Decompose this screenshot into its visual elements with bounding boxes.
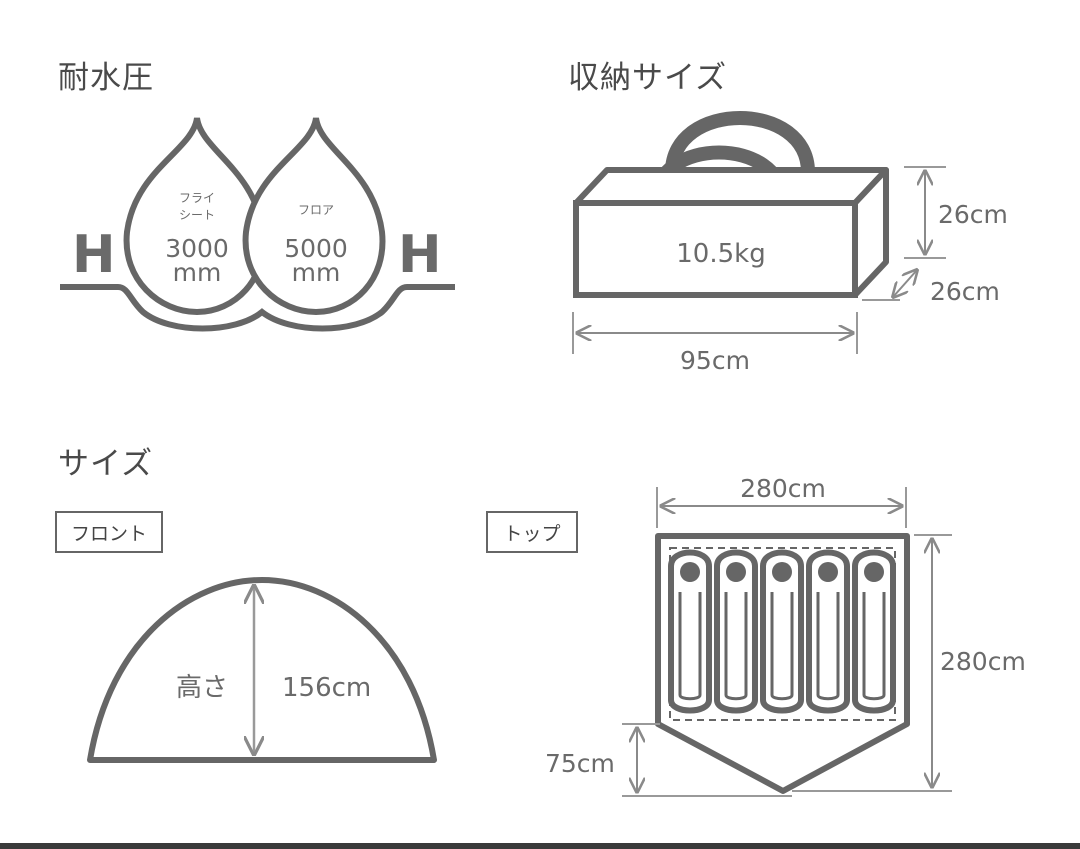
tent-dome-outline	[87, 577, 437, 763]
fly-label-1: フライ	[179, 191, 215, 205]
tent-height-label: 高さ	[176, 673, 228, 703]
floor-label: フロア	[298, 203, 334, 217]
water-pressure-title: 耐水圧	[58, 60, 154, 96]
floor-drop	[242, 117, 386, 316]
fly-label-2: シート	[179, 208, 215, 222]
bag-width-label: 95cm	[680, 346, 750, 375]
bag-depth-label: 26cm	[930, 277, 1000, 306]
bag-handle-back	[665, 111, 815, 173]
sleeping-bag	[852, 549, 896, 714]
fly-unit: mm	[173, 258, 222, 287]
top-view-diagram: 280cm	[545, 474, 1026, 797]
top-length-label: 280cm	[940, 647, 1026, 676]
tent-height-value: 156cm	[282, 673, 371, 703]
h-letter-left: H	[72, 225, 116, 285]
bag-depth-arrow	[893, 270, 917, 297]
ground-line	[60, 284, 455, 332]
water-pressure-diagram: H H フライ シート 3000 mm フロア 5000 mm	[60, 117, 455, 332]
fly-value: 3000	[165, 234, 229, 263]
top-view-tag: トップ	[486, 511, 578, 553]
top-width-label: 280cm	[740, 474, 826, 503]
bottom-bar	[0, 843, 1080, 849]
fly-drop	[123, 117, 267, 316]
storage-bag-diagram: 10.5kg 26cm 26cm 95cm	[572, 111, 1008, 375]
size-title: サイズ	[58, 446, 154, 482]
bag-weight: 10.5kg	[676, 239, 765, 269]
vestibule-label: 75cm	[545, 749, 615, 778]
storage-size-title: 収納サイズ	[568, 60, 728, 96]
sleeping-bag	[714, 549, 758, 714]
sleeping-bag	[760, 549, 804, 714]
front-view-tag: フロント	[55, 511, 163, 553]
front-view-diagram: 高さ 156cm	[87, 577, 437, 763]
sleeping-bag	[806, 549, 850, 714]
bag-front-face	[573, 200, 858, 298]
bag-top-face	[573, 167, 889, 206]
sleeping-bag	[668, 549, 712, 714]
h-letter-right: H	[398, 225, 442, 285]
floor-value: 5000	[284, 234, 348, 263]
floor-unit: mm	[292, 258, 341, 287]
bag-height-label: 26cm	[938, 200, 1008, 229]
